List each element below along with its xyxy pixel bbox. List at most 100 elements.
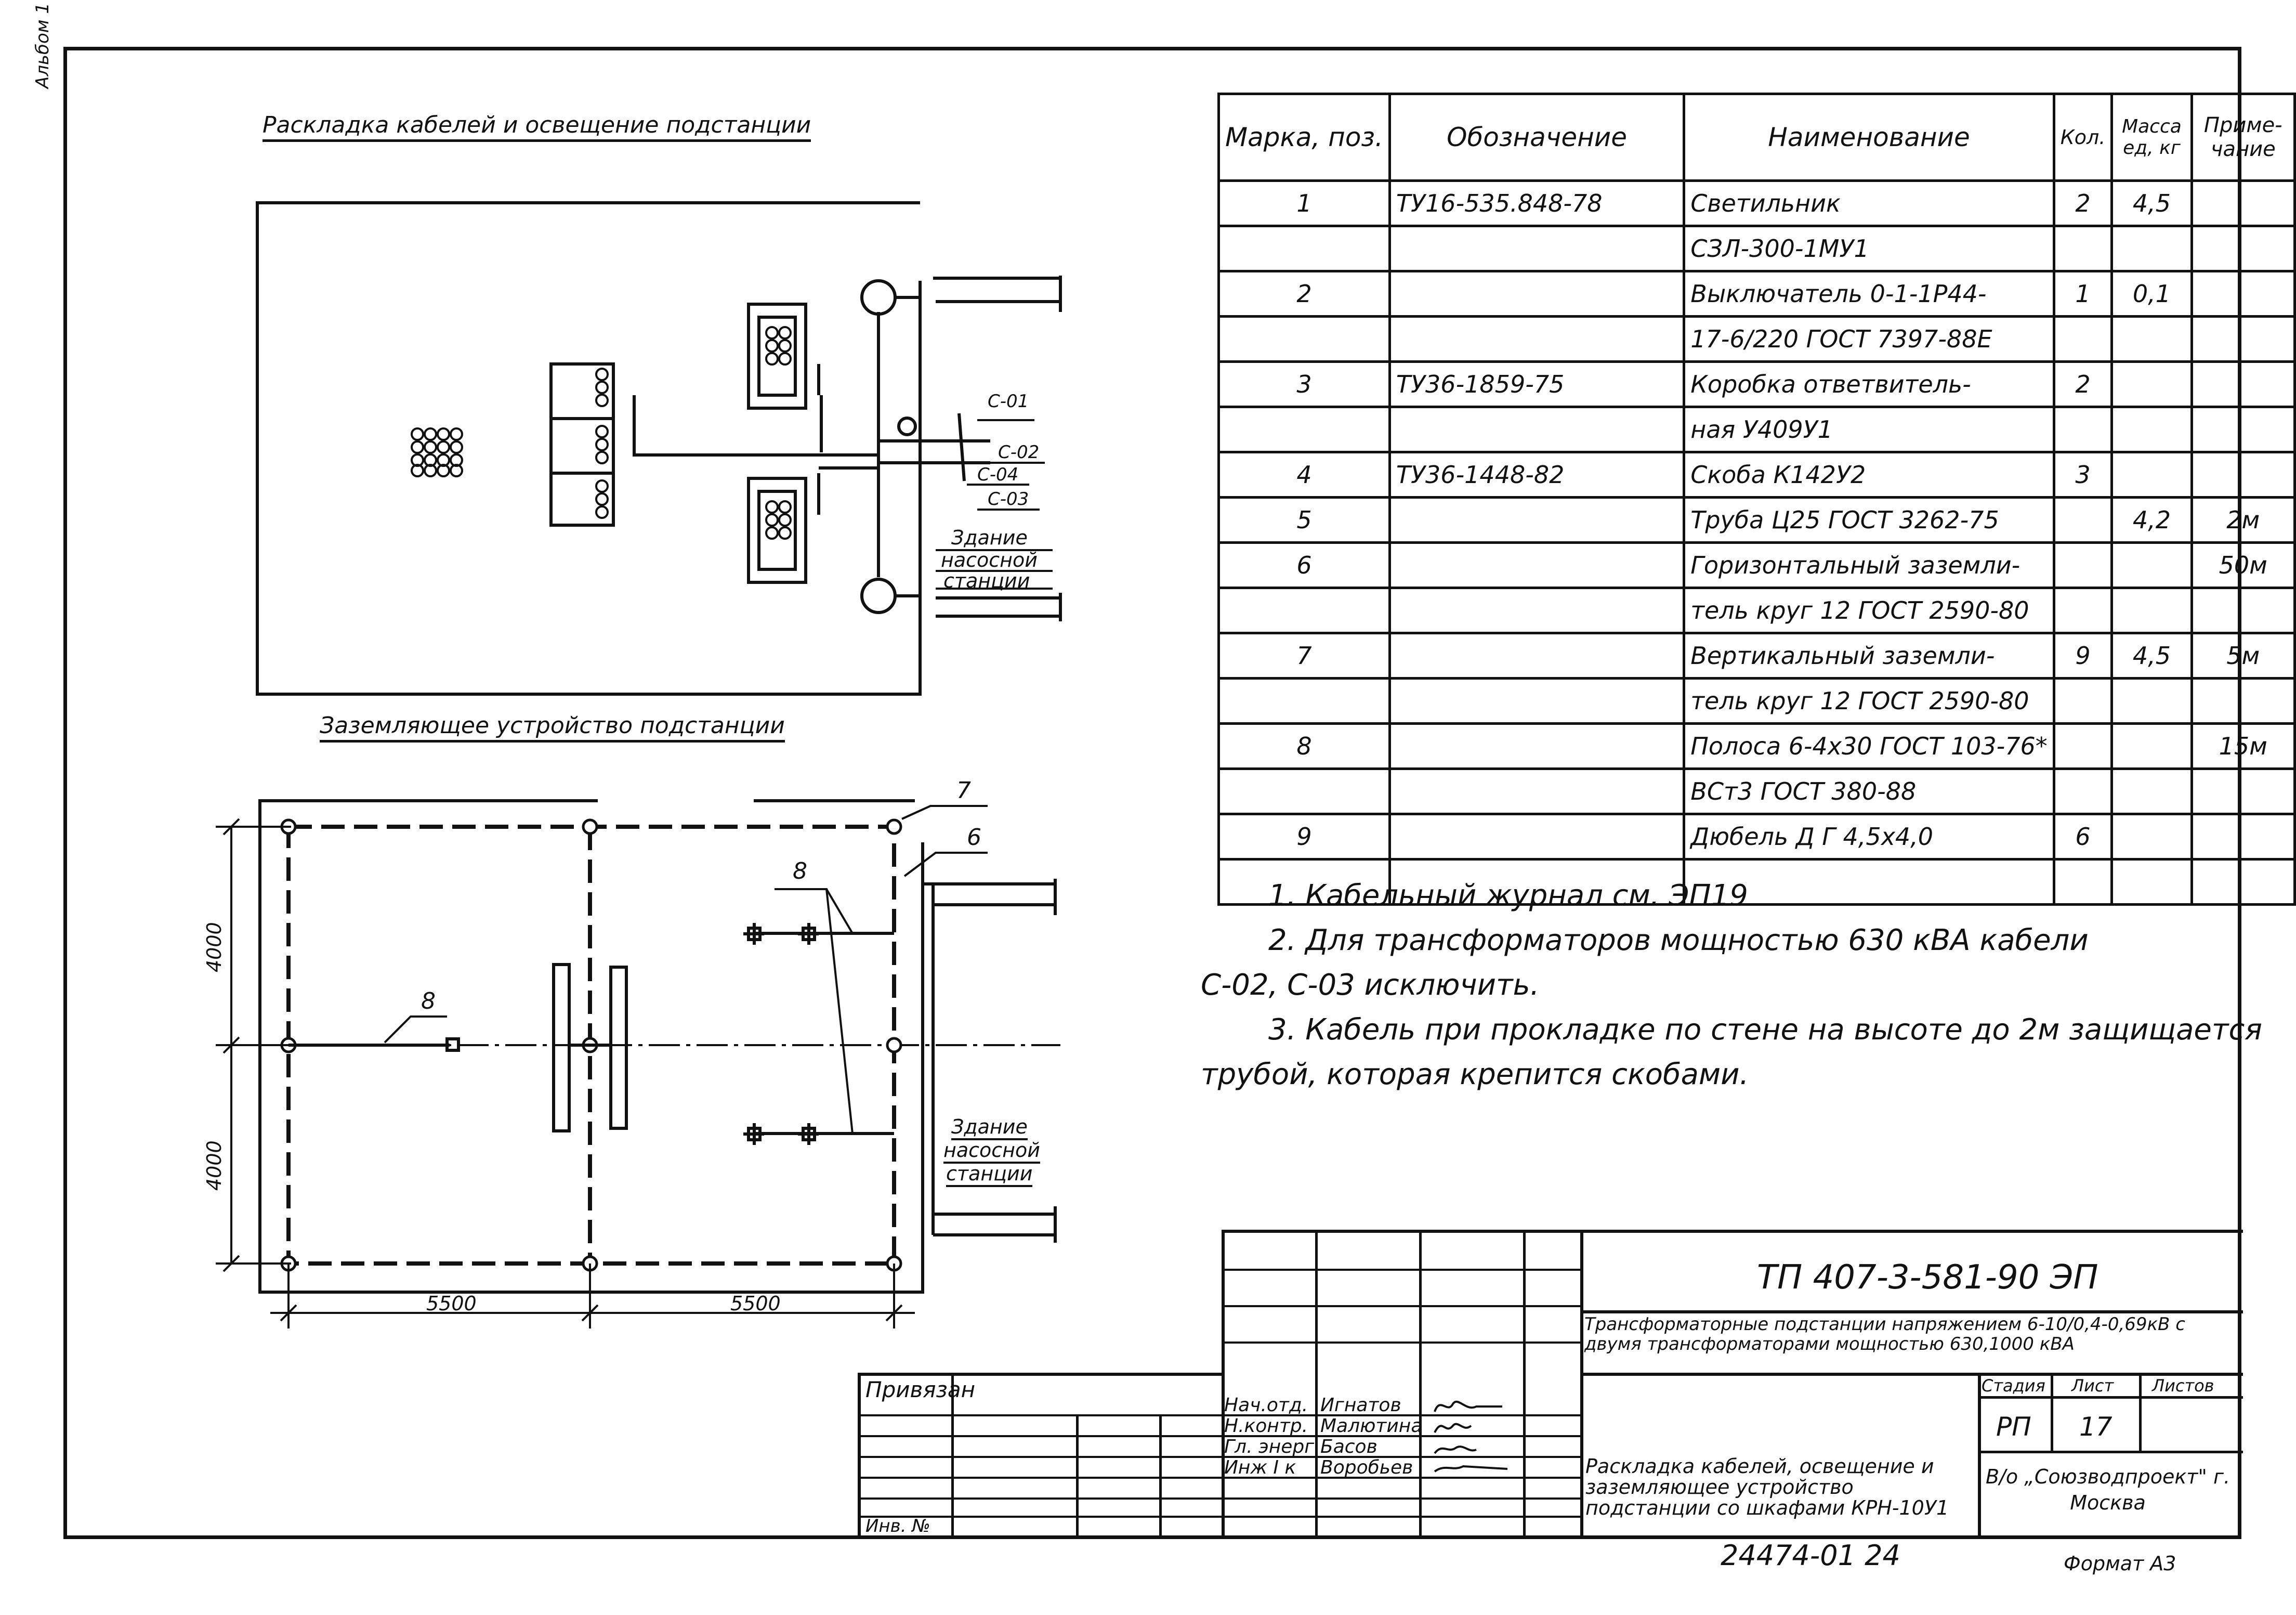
table-cell: 4,5	[2110, 179, 2193, 227]
table-cell: 4,2	[2110, 496, 2193, 544]
table-cell: 2	[1217, 270, 1391, 318]
table-cell: Дюбель Д Г 4,5х4,0	[1683, 813, 2055, 861]
table-cell: 4	[1217, 451, 1391, 499]
table-cell	[2110, 541, 2193, 589]
inventory-label: Инв. №	[865, 1516, 930, 1536]
cable-label-c01: С-01	[988, 391, 1029, 412]
table-cell	[2110, 767, 2193, 815]
building-label-b1: Здание	[951, 1115, 1028, 1140]
project-title: Трансформаторные подстанции напряжением …	[1584, 1314, 2185, 1354]
table-cell: Скоба К142У2	[1683, 451, 2055, 499]
table-cell: 15м	[2190, 722, 2296, 770]
note-2-cont: С-02, С-03 исключить.	[1201, 968, 1540, 1002]
table-header: Марка, поз. Обозначение Наименование Кол…	[1217, 93, 2296, 182]
table-cell: 8	[1217, 722, 1391, 770]
table-cell	[1388, 813, 1686, 861]
table-cell	[2190, 315, 2296, 363]
table-cell: 5	[1217, 496, 1391, 544]
table-cell	[1388, 677, 1686, 725]
note-3-cont: трубой, которая крепится скобами.	[1201, 1058, 1749, 1091]
earthing-drawing	[216, 799, 1060, 1329]
table-cell	[2052, 767, 2114, 815]
bound-label: Привязан	[865, 1377, 976, 1402]
table-cell: Полоса 6-4х30 ГОСТ 103-76*	[1683, 722, 2055, 770]
table-cell	[1388, 270, 1686, 318]
note-2: 2. Для трансформаторов мощностью 630 кВА…	[1268, 923, 2089, 957]
table-cell	[1388, 315, 1686, 363]
table-cell	[1388, 858, 1686, 906]
table-cell: тель круг 12 ГОСТ 2590-80	[1683, 677, 2055, 725]
table-cell	[1388, 722, 1686, 770]
table-cell: тель круг 12 ГОСТ 2590-80	[1683, 587, 2055, 634]
stage-header: Стадия	[1982, 1376, 2045, 1396]
table-cell	[2110, 722, 2193, 770]
table-cell	[1388, 496, 1686, 544]
table-cell: 9	[1217, 813, 1391, 861]
table-cell: Труба Ц25 ГОСТ 3262-75	[1683, 496, 2055, 544]
table-cell: 7	[1217, 632, 1391, 680]
dim-4000-bottom: 4000	[203, 1140, 226, 1191]
table-cell	[2052, 858, 2114, 906]
dim-5500-right: 5500	[730, 1292, 781, 1315]
table-cell	[2110, 225, 2193, 272]
table-row: ВСт3 ГОСТ 380-88	[1217, 767, 2296, 815]
table-cell	[2190, 225, 2296, 272]
table-cell: 6	[1217, 541, 1391, 589]
table-cell: 1	[1217, 179, 1391, 227]
table-cell	[2190, 858, 2296, 906]
table-cell: 0,1	[2110, 270, 2193, 318]
table-row: тель круг 12 ГОСТ 2590-80	[1217, 677, 2296, 725]
signer-name: Малютина	[1320, 1415, 1423, 1437]
table-cell	[2190, 179, 2296, 227]
table-cell	[1217, 587, 1391, 634]
callout-7: 7	[956, 777, 971, 804]
table-cell	[2110, 677, 2193, 725]
specification-table: Марка, поз. Обозначение Наименование Кол…	[1217, 93, 2296, 906]
table-cell	[2190, 677, 2296, 725]
table-cell: 4,5	[2110, 632, 2193, 680]
table-cell	[1388, 541, 1686, 589]
table-cell	[2190, 360, 2296, 408]
sheet-title: Раскладка кабелей, освещение и заземляющ…	[1585, 1455, 1949, 1519]
table-cell: 9	[2052, 632, 2114, 680]
table-cell	[1683, 858, 2055, 906]
dim-5500-left: 5500	[426, 1292, 477, 1315]
signer-role: Нач.отд.	[1224, 1395, 1308, 1416]
table-row: тель круг 12 ГОСТ 2590-80	[1217, 587, 2296, 634]
table-cell: ТУ16-535.848-78	[1388, 179, 1686, 227]
callout-8-right: 8	[793, 858, 807, 884]
building-label-1: Здание	[951, 526, 1028, 549]
table-cell	[2190, 587, 2296, 634]
table-cell	[2190, 451, 2296, 499]
table-cell	[2110, 451, 2193, 499]
table-cell: 3	[1217, 360, 1391, 408]
stage-value: РП	[1996, 1412, 2031, 1442]
note-1: 1. Кабельный журнал см. ЭП19	[1268, 879, 1748, 913]
table-cell	[2052, 315, 2114, 363]
table-cell: Выключатель 0-1-1Р44-	[1683, 270, 2055, 318]
table-cell: ТУ36-1859-75	[1388, 360, 1686, 408]
table-cell: 2м	[2190, 496, 2296, 544]
signer-name: Игнатов	[1320, 1395, 1401, 1416]
table-cell	[2110, 315, 2193, 363]
table-cell	[1217, 858, 1391, 906]
header-cell: Масса ед, кг	[2110, 93, 2193, 182]
table-cell: ная У409У1	[1683, 406, 2055, 453]
table-cell	[1217, 315, 1391, 363]
archive-number: 24474-01 24	[1721, 1539, 1900, 1572]
cable-label-c04: С-04	[977, 464, 1019, 485]
table-cell	[2052, 541, 2114, 589]
table-cell	[2110, 858, 2193, 906]
table-cell	[1388, 587, 1686, 634]
header-cell: Приме-чание	[2190, 93, 2296, 182]
table-cell	[1217, 677, 1391, 725]
table-cell: СЗЛ-300-1МУ1	[1683, 225, 2055, 272]
table-cell	[2190, 813, 2296, 861]
callout-6: 6	[967, 824, 981, 851]
notes-block: 1. Кабельный журнал см. ЭП19 2. Для тран…	[1201, 874, 2262, 1097]
table-cell: ТУ36-1448-82	[1388, 451, 1686, 499]
